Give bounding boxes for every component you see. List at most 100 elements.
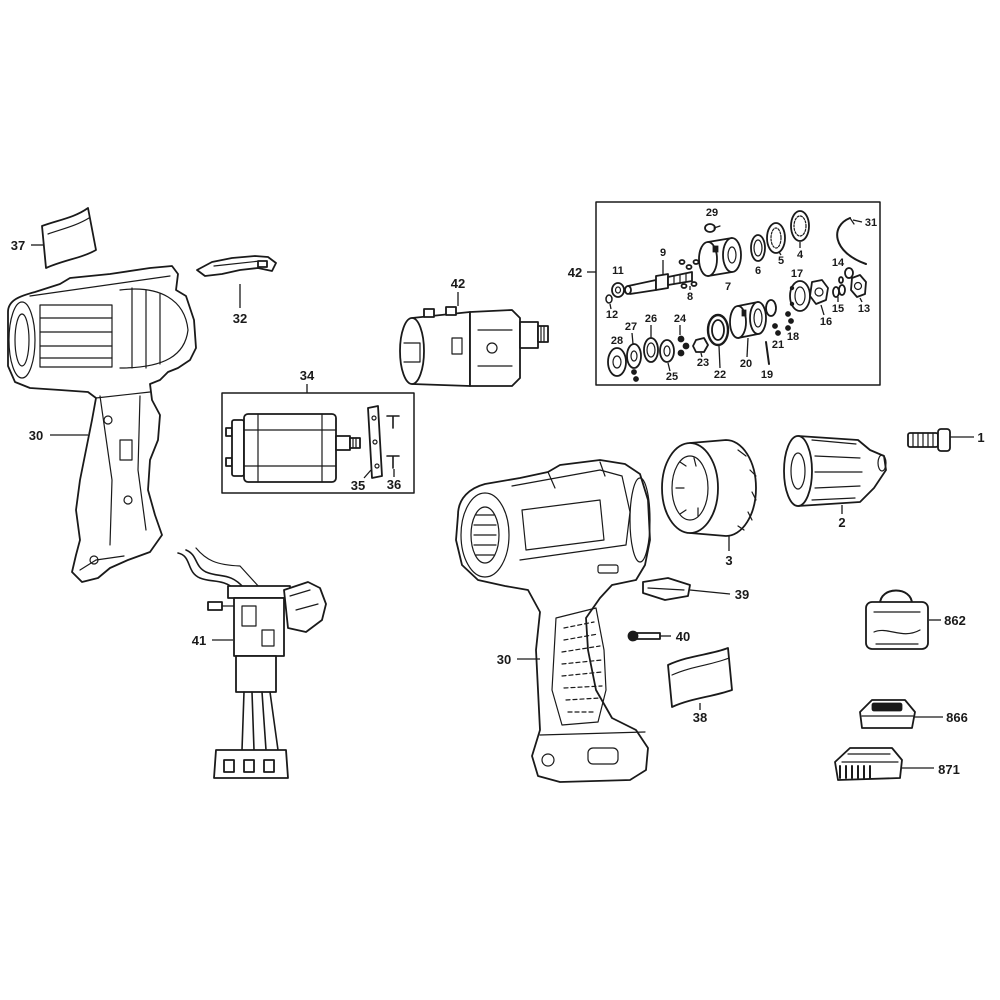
callout-7: 7 bbox=[725, 281, 731, 293]
part-17-ring-outline bbox=[789, 280, 811, 312]
part-34-motor-assembly-outline bbox=[352, 437, 357, 449]
part-40-screw-outline bbox=[636, 632, 661, 640]
part-16-gear bbox=[809, 279, 829, 305]
part-30-housing-half bbox=[7, 265, 197, 583]
callout-39: 39 bbox=[735, 587, 749, 602]
part-14-washer-outline bbox=[844, 267, 854, 279]
leader-20 bbox=[746, 337, 749, 358]
callout-25: 25 bbox=[666, 371, 678, 383]
part-32-clip-outline bbox=[213, 260, 261, 267]
part-6-ring-outline bbox=[753, 239, 763, 257]
part-30-housing-half-outline bbox=[7, 265, 197, 583]
part-6-ring bbox=[750, 234, 766, 262]
part-31-clip bbox=[836, 217, 867, 265]
callout-11: 11 bbox=[612, 265, 624, 277]
part-8-pins-outline bbox=[678, 259, 686, 265]
leader-22 bbox=[718, 345, 721, 369]
part-41-switch-outline bbox=[207, 601, 223, 611]
part-3-collar-outline bbox=[675, 457, 699, 517]
callout-29: 29 bbox=[706, 207, 718, 219]
part-30-housing-half-outline bbox=[131, 287, 161, 369]
part-36-screws-outline bbox=[386, 415, 400, 429]
leader-12 bbox=[609, 303, 612, 310]
part-8-pins-outline bbox=[680, 283, 688, 289]
part-9-spindle-outline bbox=[655, 273, 669, 291]
part-21-balls bbox=[765, 299, 781, 336]
part-30-drill-body-outline bbox=[539, 731, 646, 736]
callout-21: 21 bbox=[772, 339, 784, 351]
part-42-gearbox-outline bbox=[399, 317, 425, 385]
part-22-ring-outline bbox=[711, 319, 725, 341]
part-13-nut-outline bbox=[850, 274, 867, 298]
part-20-housing bbox=[729, 301, 767, 339]
part-30-drill-body-outline bbox=[561, 621, 603, 713]
part-35-plate bbox=[367, 405, 383, 479]
part-4-ring-gear bbox=[790, 210, 810, 242]
callout-17: 17 bbox=[791, 268, 803, 280]
part-18-balls-outline bbox=[788, 318, 794, 324]
callout-24: 24 bbox=[674, 313, 687, 325]
part-22-ring bbox=[706, 313, 730, 347]
part-42-gearbox-outline bbox=[537, 325, 549, 343]
part-35-plate-outline bbox=[367, 405, 383, 479]
leader-27 bbox=[631, 332, 634, 345]
callout-27: 27 bbox=[625, 321, 637, 333]
part-17-ring-outline bbox=[789, 301, 795, 307]
part-5-ring bbox=[766, 222, 786, 254]
callout-30-drill: 30 bbox=[497, 652, 511, 667]
part-34-motor-assembly-outline bbox=[349, 437, 361, 449]
part-866-battery-outline bbox=[871, 702, 903, 712]
leader-25 bbox=[667, 362, 671, 372]
part-41-switch bbox=[177, 547, 327, 779]
part-20-housing-outline bbox=[741, 309, 747, 317]
part-12-ring bbox=[605, 294, 613, 304]
part-41-switch-outline bbox=[243, 759, 255, 773]
part-871-charger bbox=[834, 747, 903, 781]
callout-36: 36 bbox=[387, 477, 401, 492]
part-3-collar bbox=[661, 439, 757, 537]
leader-39 bbox=[689, 589, 731, 595]
callout-6: 6 bbox=[755, 265, 761, 277]
part-8-pins-outline bbox=[690, 281, 698, 287]
callout-4: 4 bbox=[797, 249, 804, 261]
part-35-plate-outline bbox=[374, 463, 380, 469]
part-24-balls-outline bbox=[677, 349, 685, 357]
part-38-sheet-outline bbox=[671, 657, 730, 676]
part-41-switch-outline bbox=[261, 629, 275, 647]
part-25-ring-outline bbox=[659, 339, 675, 363]
part-41-switch-outline bbox=[195, 547, 261, 589]
part-42-gearbox-outline bbox=[469, 309, 521, 387]
part-30-housing-half-outline bbox=[103, 415, 113, 425]
part-30-housing-half-outline bbox=[123, 495, 133, 505]
leader-16 bbox=[820, 304, 825, 316]
part-30-drill-body-outline bbox=[511, 469, 631, 561]
part-866-battery bbox=[859, 699, 916, 729]
part-17-ring-outline bbox=[789, 285, 795, 291]
part-13-nut bbox=[850, 274, 867, 298]
callout-866: 866 bbox=[946, 710, 968, 725]
part-11-washer-outline bbox=[611, 282, 625, 298]
part-1-screw bbox=[907, 428, 951, 452]
part-23-nut-outline bbox=[692, 337, 709, 353]
part-2-chuck-outline bbox=[811, 439, 863, 501]
part-1-screw-outline bbox=[912, 432, 934, 448]
part-31-clip-outline bbox=[849, 217, 855, 225]
part-28-washer-outline bbox=[612, 355, 622, 369]
part-14-washer-outline bbox=[838, 276, 844, 284]
part-42-gearbox bbox=[399, 306, 549, 387]
part-37-sheet bbox=[41, 207, 97, 269]
part-41-switch-outline bbox=[227, 585, 291, 599]
part-42-gearbox-outline bbox=[445, 306, 457, 316]
part-42-gearbox-outline bbox=[451, 337, 463, 355]
part-17-ring-outline bbox=[794, 286, 806, 306]
part-32-clip bbox=[196, 255, 277, 277]
callout-13: 13 bbox=[858, 303, 870, 315]
part-7-carrier bbox=[698, 237, 742, 277]
part-34-motor-assembly-outline bbox=[243, 413, 337, 483]
part-8-pins bbox=[678, 259, 700, 289]
part-30-housing-half-outline bbox=[99, 395, 113, 546]
part-5-ring-outline bbox=[766, 222, 786, 254]
part-26-ring-outline bbox=[643, 337, 659, 363]
part-30-drill-body-outline bbox=[629, 477, 651, 563]
